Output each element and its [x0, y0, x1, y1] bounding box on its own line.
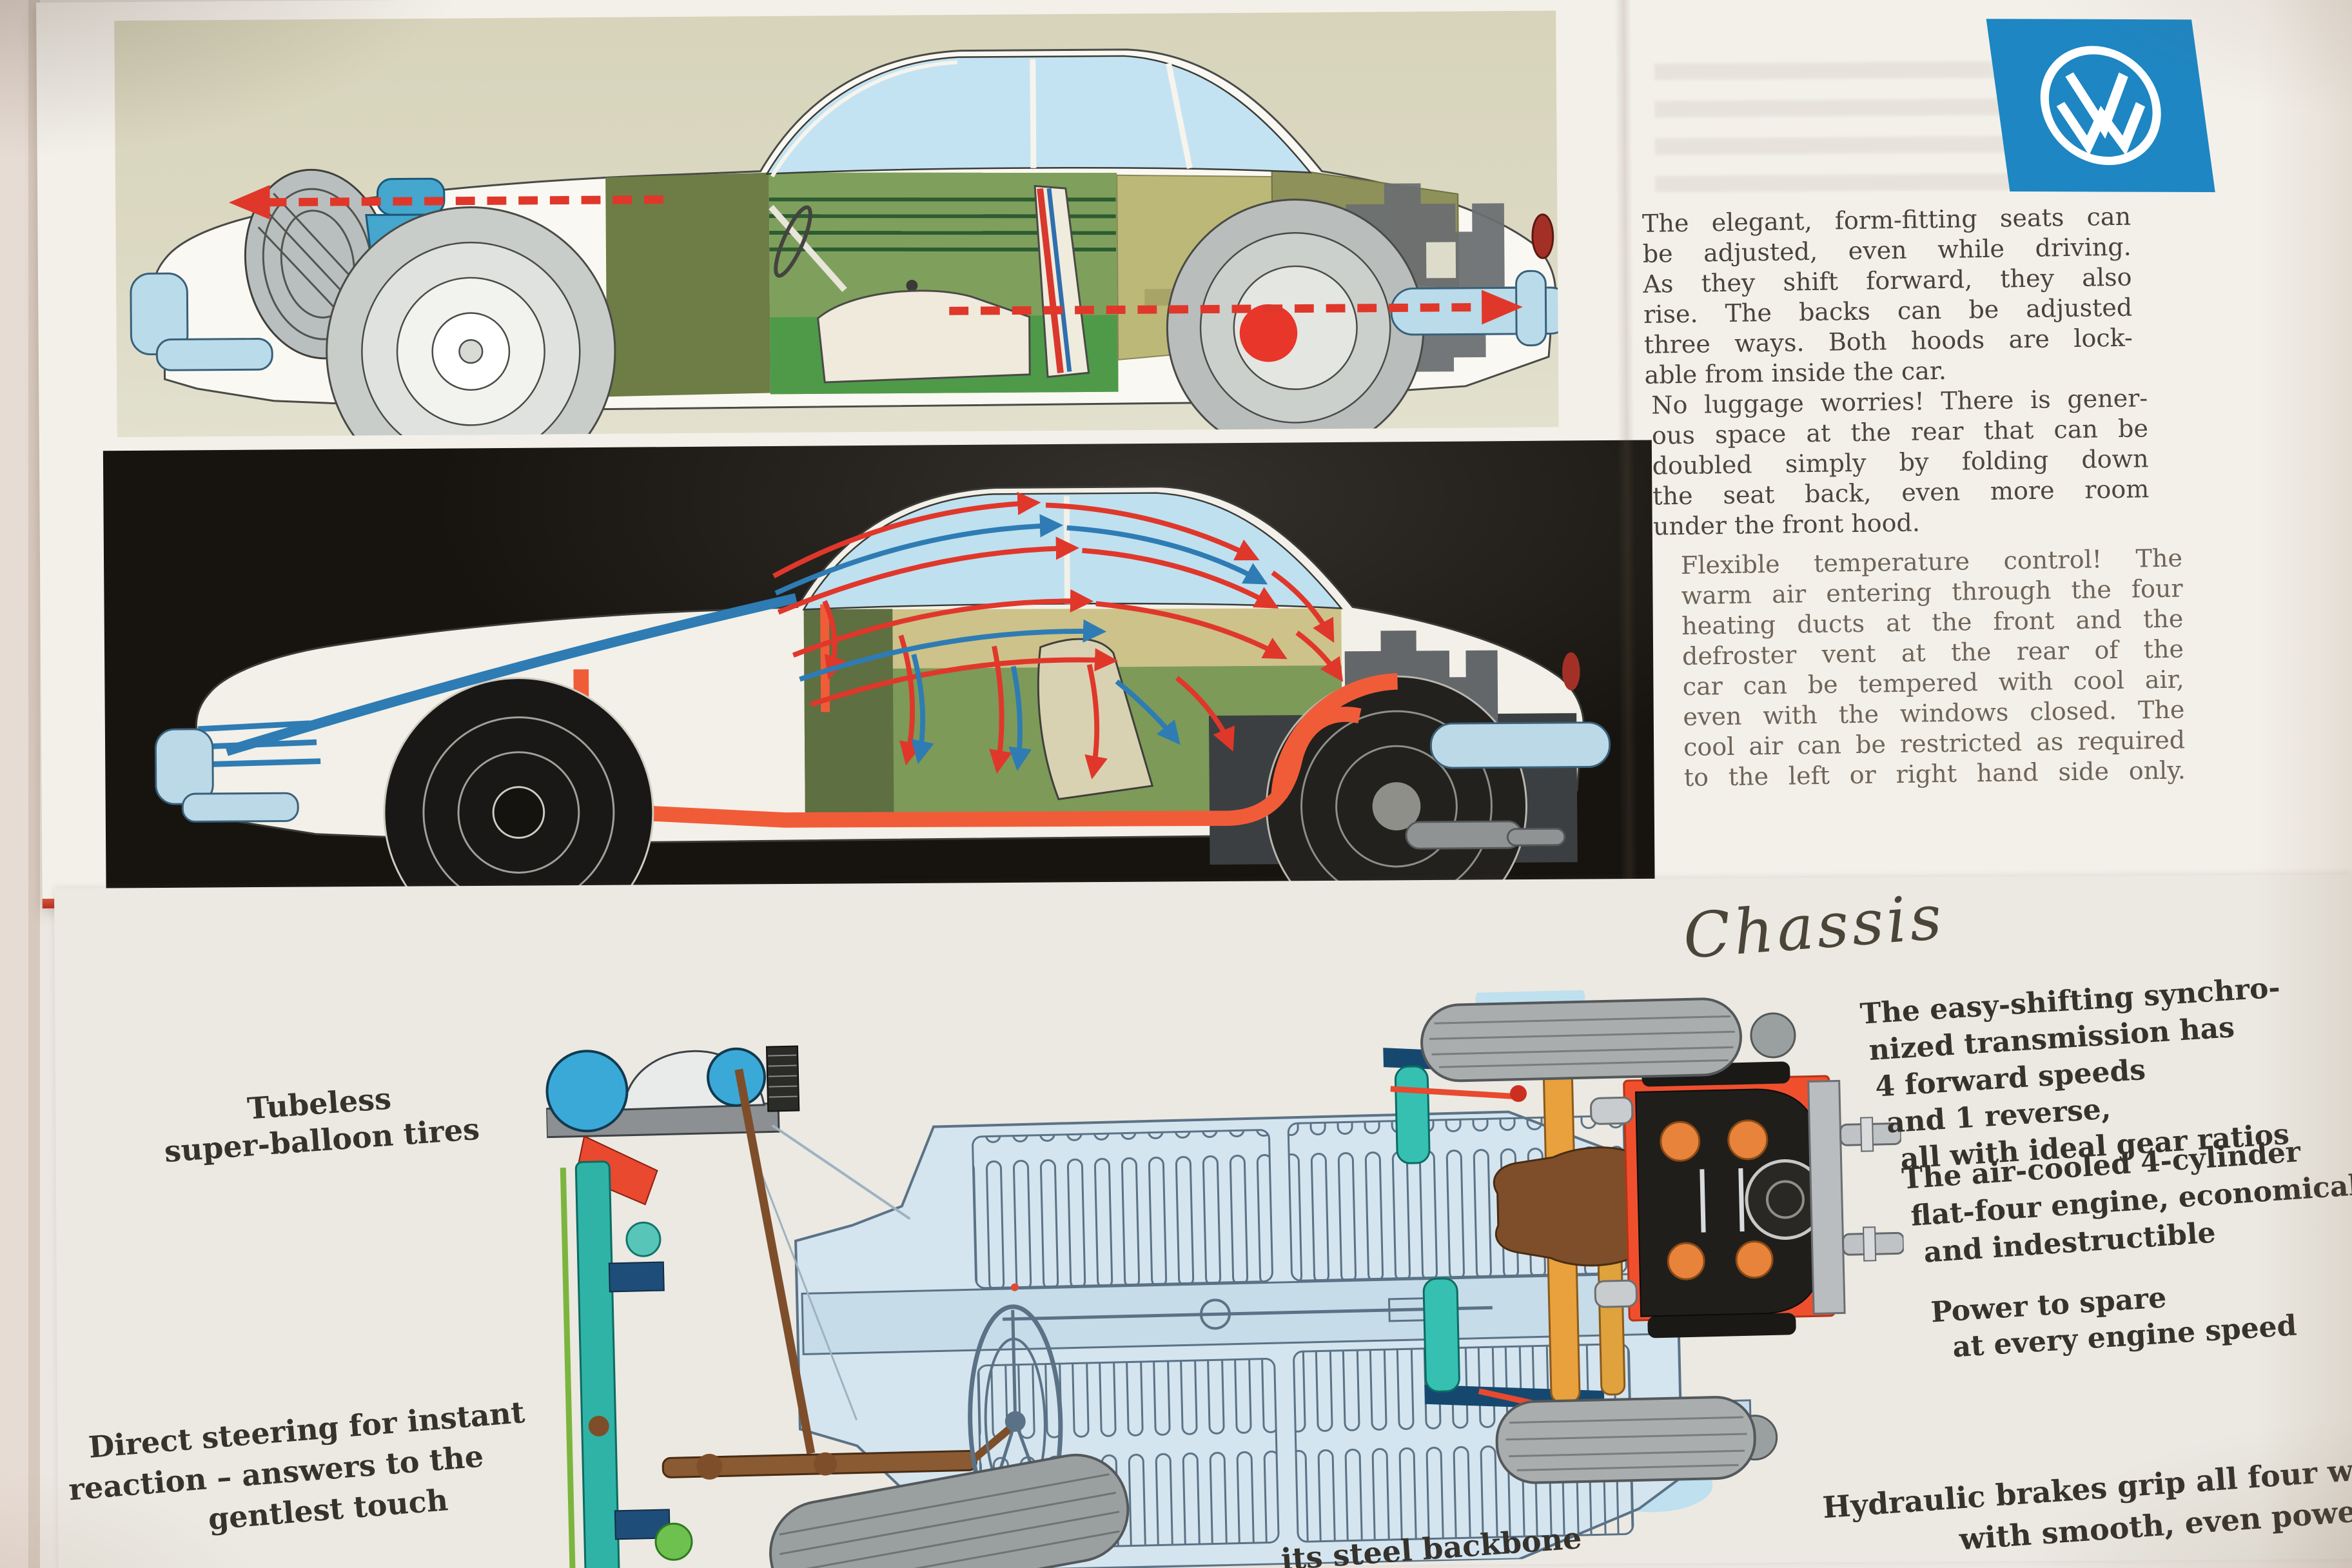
chassis-page: Chassis — [54, 874, 2352, 1568]
rear-tire-top — [1420, 997, 1743, 1083]
exhaust — [1405, 820, 1566, 850]
front-wheel — [326, 206, 616, 438]
heating-illustration-panel — [103, 440, 1655, 901]
glasshouse — [765, 55, 1313, 175]
karmann-ghia-heating-illustration — [154, 485, 1611, 901]
luggage-space-arrows — [229, 184, 1523, 325]
cool-air-arrows — [774, 514, 1268, 771]
rear-tire-bottom — [1495, 1396, 1756, 1484]
chassis-script-heading: Chassis — [1680, 881, 1948, 973]
paragraph-luggage: No luggage worries! There is gener-ous s… — [1651, 383, 2150, 542]
karmann-ghia-cutaway-illustration — [130, 48, 1559, 438]
fresh-air-intake — [197, 593, 798, 768]
tail-lamp — [1562, 652, 1580, 691]
tail-lamp — [1531, 213, 1554, 259]
window-pillars — [770, 59, 1193, 178]
front-tire-top — [545, 1050, 629, 1133]
vw-logo-badge — [1986, 19, 2215, 193]
front-tire-bottom — [769, 1453, 1130, 1568]
front-wheel — [383, 677, 654, 901]
wheel-hub-red-dot — [1239, 304, 1298, 362]
transmission — [1493, 1146, 1647, 1267]
cutaway-illustration-panel — [114, 10, 1559, 438]
front-axle-assembly — [545, 1045, 911, 1568]
text-line: under the front hood. — [1652, 508, 1921, 541]
page-bleed-through — [1654, 61, 2017, 212]
vw-roundel-icon — [2040, 46, 2161, 166]
chassis-top-view-illustration — [545, 983, 1905, 1568]
bumpers — [154, 721, 1611, 823]
flat-four-engine — [1590, 1061, 1905, 1338]
seat — [817, 184, 1090, 384]
